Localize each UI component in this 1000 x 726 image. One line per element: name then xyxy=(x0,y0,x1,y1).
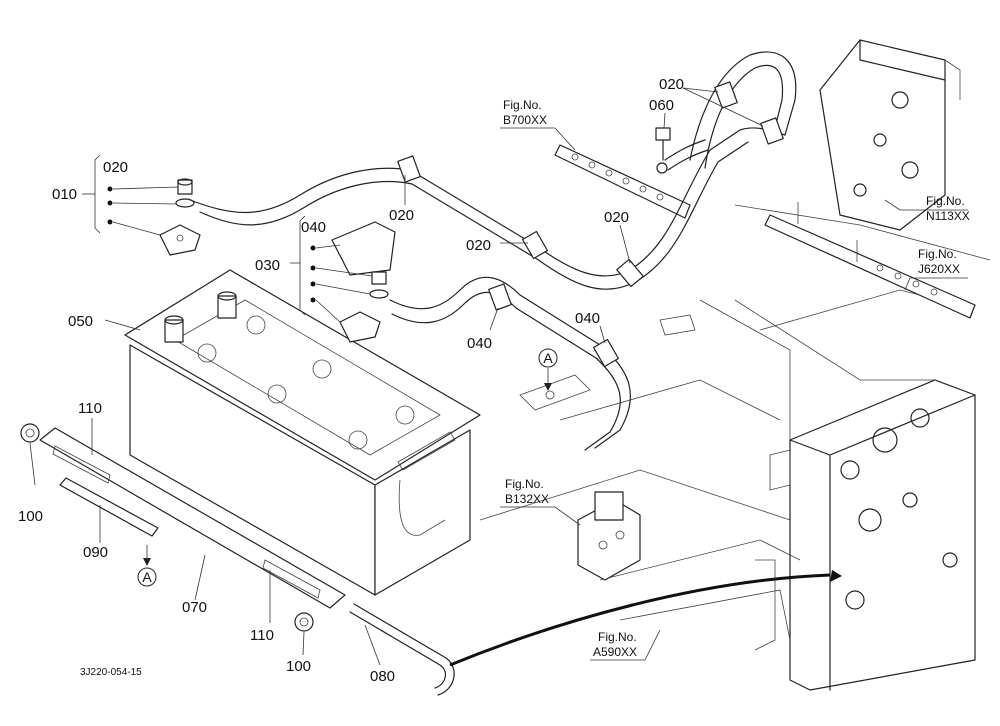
positive-terminal-assembly xyxy=(159,178,201,256)
fig-b700-prefix: Fig.No. xyxy=(503,98,542,112)
label-030: 030 xyxy=(255,257,280,274)
callout-a-lower-letter: A xyxy=(142,569,152,585)
battery-hold-down-070 xyxy=(39,427,346,609)
fig-n113-prefix: Fig.No. xyxy=(926,194,965,208)
cable-clamps xyxy=(397,81,784,368)
fig-j620-code: J620XX xyxy=(918,262,960,276)
callout-a-upper-letter: A xyxy=(543,350,553,366)
terminal-plate-j620 xyxy=(764,202,976,319)
drawing-code: 3J220-054-15 xyxy=(80,667,142,678)
fig-n113-code: N113XX xyxy=(926,209,970,223)
label-020-clamp-b: 020 xyxy=(466,237,491,254)
a590-connection-line xyxy=(449,570,842,667)
label-100-lower: 100 xyxy=(286,658,311,675)
bolt-060 xyxy=(655,127,671,161)
positive-battery-cable-020 xyxy=(189,51,797,290)
nut-100-lower xyxy=(294,612,314,632)
part-labels: 020 010 020 020 020 020 060 040 030 040 … xyxy=(18,76,684,685)
fig-b700-code: B700XX xyxy=(503,113,547,127)
nut-100-upper xyxy=(20,423,40,443)
fig-b132-code: B132XX xyxy=(505,492,549,506)
chassis-frame xyxy=(479,289,976,691)
label-020-clamp-a: 020 xyxy=(389,207,414,224)
leader-lines xyxy=(29,87,968,666)
label-110-lower: 110 xyxy=(250,627,274,644)
label-020-clamp-c: 020 xyxy=(604,209,629,226)
label-010: 010 xyxy=(52,186,77,203)
label-020-terminal: 020 xyxy=(103,159,128,176)
callout-a-lower: A xyxy=(137,567,157,587)
label-060: 060 xyxy=(649,97,674,114)
callout-a-upper: A xyxy=(538,348,558,368)
bullet-dots xyxy=(107,186,316,303)
label-100-upper: 100 xyxy=(18,508,43,525)
label-090: 090 xyxy=(83,544,108,561)
label-080: 080 xyxy=(370,668,395,685)
threaded-rod-090 xyxy=(59,477,159,537)
label-050: 050 xyxy=(68,313,93,330)
battery xyxy=(124,269,481,596)
fig-b132-prefix: Fig.No. xyxy=(505,477,544,491)
label-040-clamp-b: 040 xyxy=(575,310,600,327)
cable-060 xyxy=(656,139,709,174)
label-020-clamp-upper: 020 xyxy=(659,76,684,93)
fig-j620-prefix: Fig.No. xyxy=(918,247,957,261)
terminal-plate-b700 xyxy=(554,144,691,219)
figure-references: Fig.No. B700XX Fig.No. N113XX Fig.No. J6… xyxy=(503,98,970,659)
label-110-upper: 110 xyxy=(78,400,102,417)
hook-bolt-080 xyxy=(349,603,455,696)
label-070: 070 xyxy=(182,599,207,616)
fig-a590-prefix: Fig.No. xyxy=(598,630,637,644)
negative-terminal-assembly xyxy=(331,221,396,343)
label-040-cover: 040 xyxy=(301,219,326,236)
fig-a590-code: A590XX xyxy=(593,645,637,659)
label-040-clamp-a: 040 xyxy=(467,335,492,352)
upper-right-bracket xyxy=(734,39,991,261)
starter-motor xyxy=(577,491,641,581)
